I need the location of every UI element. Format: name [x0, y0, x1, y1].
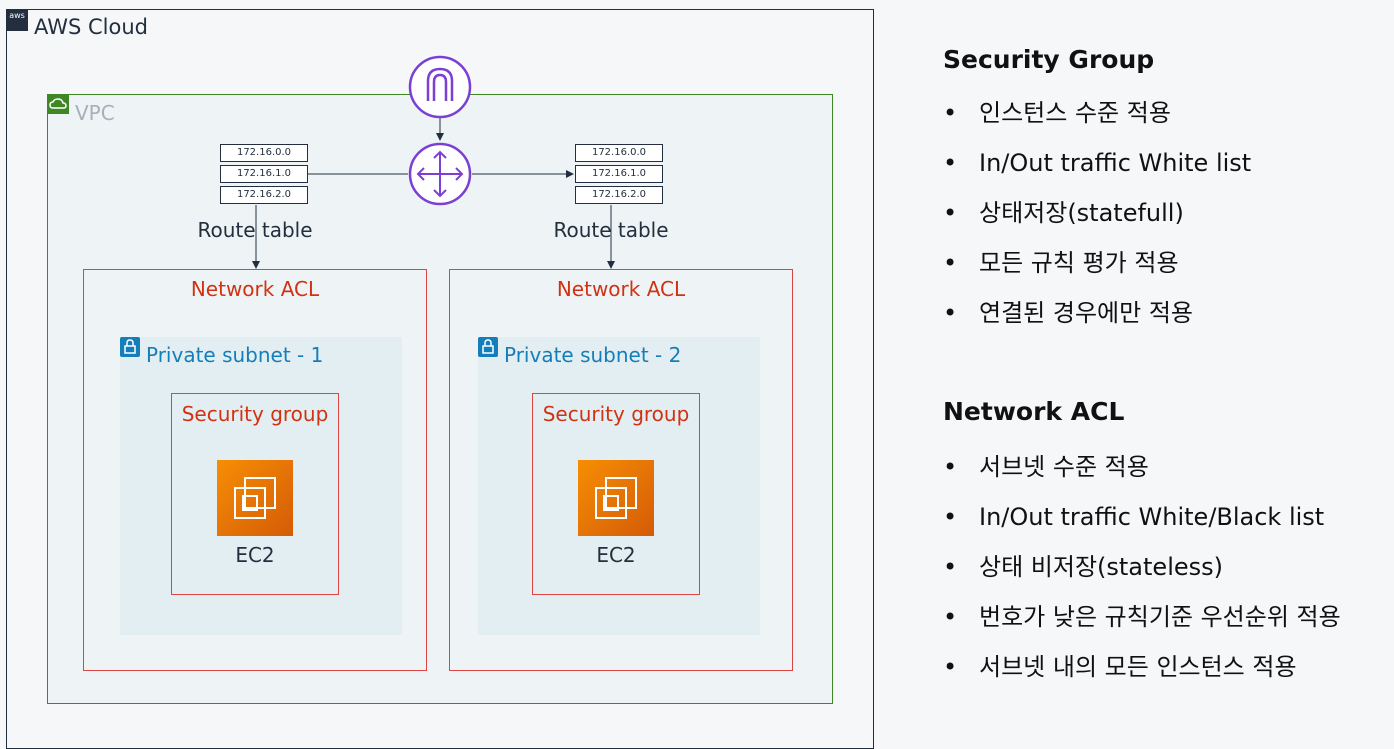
list-item: • 서브넷 내의 모든 인스턴스 적용	[943, 642, 1341, 692]
list-item: • In/Out traffic White list	[943, 138, 1251, 188]
route-table-row: 172.16.0.0	[575, 144, 663, 162]
network-acl-2-label: Network ACL	[556, 277, 686, 301]
list-item: • 번호가 낮은 규칙기준 우선순위 적용	[943, 592, 1341, 642]
bullet: •	[943, 99, 958, 127]
network-acl-section-title: Network ACL	[943, 397, 1125, 426]
list-item: • 서브넷 수준 적용	[943, 442, 1341, 492]
bullet: •	[943, 503, 958, 531]
lock-icon	[478, 337, 498, 357]
ec2-instance-icon	[217, 460, 293, 536]
security-group-2-label: Security group	[542, 402, 690, 426]
bullet: •	[943, 149, 958, 177]
network-acl-list: • 서브넷 수준 적용 • In/Out traffic White/Black l…	[943, 442, 1341, 692]
route-table-row: 172.16.2.0	[220, 186, 308, 204]
bullet: •	[943, 553, 958, 581]
internet-gateway-icon	[408, 55, 472, 123]
list-item-text: 서브넷 내의 모든 인스턴스 적용	[979, 653, 1297, 681]
private-subnet-2-label: Private subnet - 2	[504, 343, 682, 367]
route-table-row: 172.16.1.0	[220, 165, 308, 183]
bullet: •	[943, 199, 958, 227]
security-group-1-label: Security group	[181, 402, 329, 426]
lock-icon	[120, 337, 140, 357]
list-item-text: 서브넷 수준 적용	[979, 453, 1149, 481]
route-table-row: 172.16.0.0	[220, 144, 308, 162]
list-item-text: In/Out traffic White/Black list	[979, 503, 1325, 531]
bullet: •	[943, 249, 958, 277]
list-item-text: 상태저장(statefull)	[979, 199, 1184, 227]
route-table-row: 172.16.1.0	[575, 165, 663, 183]
aws-logo-icon: aws	[6, 9, 28, 31]
route-table-2: 172.16.0.0 172.16.1.0 172.16.2.0	[575, 144, 663, 207]
list-item: • 상태 비저장(stateless)	[943, 542, 1341, 592]
list-item-text: In/Out traffic White list	[979, 149, 1252, 177]
list-item: • 상태저장(statefull)	[943, 188, 1251, 238]
list-item-text: 연결된 경우에만 적용	[979, 299, 1193, 327]
list-item: • 모든 규칙 평가 적용	[943, 238, 1251, 288]
list-item-text: 인스턴스 수준 적용	[979, 99, 1171, 127]
bullet: •	[943, 299, 958, 327]
route-table-2-label: Route table	[553, 218, 669, 242]
list-item: • In/Out traffic White/Black list	[943, 492, 1341, 542]
ec2-instance-icon	[578, 460, 654, 536]
aws-cloud-label: AWS Cloud	[34, 15, 148, 39]
list-item-text: 모든 규칙 평가 적용	[979, 249, 1179, 277]
list-item: • 연결된 경우에만 적용	[943, 288, 1251, 338]
list-item-text: 상태 비저장(stateless)	[979, 553, 1223, 581]
ec2-1-label: EC2	[235, 543, 275, 567]
security-group-list: • 인스턴스 수준 적용 • In/Out traffic White list •…	[943, 88, 1251, 338]
security-group-section-title: Security Group	[943, 45, 1155, 74]
route-table-1: 172.16.0.0 172.16.1.0 172.16.2.0	[220, 144, 308, 207]
bullet: •	[943, 653, 958, 681]
list-item-text: 번호가 낮은 규칙기준 우선순위 적용	[979, 603, 1341, 631]
bullet: •	[943, 453, 958, 481]
ec2-2-label: EC2	[596, 543, 636, 567]
cloud-icon	[47, 94, 69, 114]
private-subnet-1-label: Private subnet - 1	[146, 343, 324, 367]
vpc-label: VPC	[75, 101, 115, 125]
connector-lines	[252, 113, 615, 269]
bullet: •	[943, 603, 958, 631]
router-icon	[408, 142, 472, 210]
network-acl-1-label: Network ACL	[190, 277, 320, 301]
route-table-1-label: Route table	[197, 218, 313, 242]
route-table-row: 172.16.2.0	[575, 186, 663, 204]
list-item: • 인스턴스 수준 적용	[943, 88, 1251, 138]
